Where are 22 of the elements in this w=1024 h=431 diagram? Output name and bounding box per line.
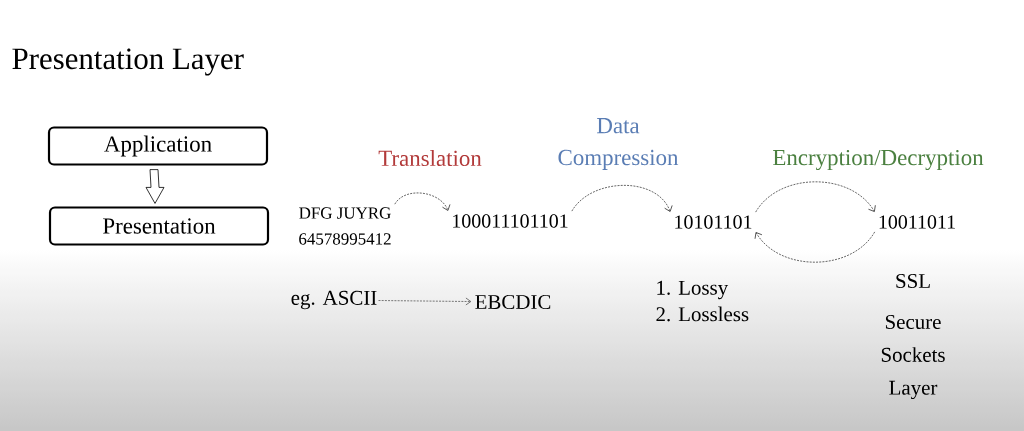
data-text: EBCDIC <box>475 294 551 310</box>
layer-box: Application <box>47 126 269 166</box>
layer-box: Presentation <box>48 206 270 246</box>
note-text: 2. Lossless <box>656 306 749 322</box>
note-text: Secure Sockets Layer <box>881 314 945 400</box>
curved-arrow <box>755 181 876 213</box>
section-heading: Data Compression <box>558 118 679 170</box>
curved-arrow <box>754 231 876 263</box>
data-text: eg. ASCII <box>291 290 377 310</box>
data-text: 10011011 <box>879 215 955 229</box>
section-heading: Encryption/Decryption <box>773 149 984 171</box>
block-arrow <box>145 169 165 204</box>
curved-arrow <box>571 184 673 212</box>
note-text: SSL <box>896 273 930 289</box>
data-text: 100011101101 <box>453 214 568 228</box>
curved-arrow <box>394 192 451 211</box>
section-heading: Translation <box>378 149 482 167</box>
arrow <box>378 297 472 306</box>
data-text: DFG JUYRG 64578995412 <box>299 207 391 245</box>
title: Presentation Layer <box>12 48 244 76</box>
data-text: 10101101 <box>675 215 752 229</box>
note-text: 1. Lossy <box>657 280 729 300</box>
